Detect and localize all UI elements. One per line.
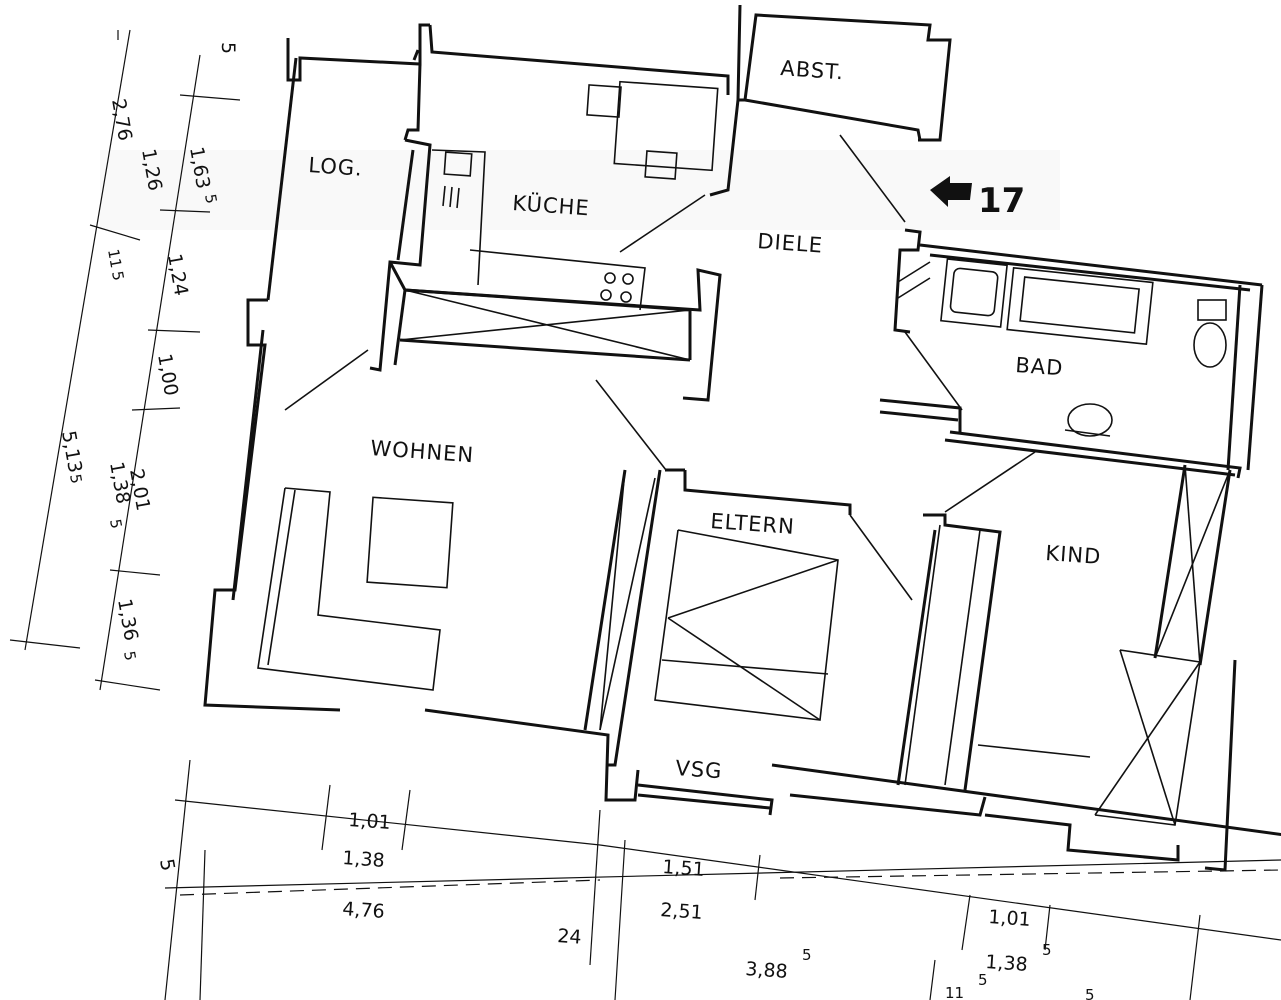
room-label-kueche: KÜCHE <box>512 190 591 220</box>
dim-bottom-6: 2,51 <box>660 899 704 924</box>
stove-burner <box>604 272 616 284</box>
room-label-eltern: ELTERN <box>710 509 796 539</box>
washbasin <box>940 258 1008 328</box>
dim-left-3: 5 <box>201 193 220 206</box>
dim-left-5: 5 <box>108 270 127 283</box>
dim-bottom-0: 5 <box>155 857 179 873</box>
room-labels: ABST. LOG. KÜCHE DIELE BAD WOHNEN ELTERN… <box>308 56 1102 783</box>
scan-shadow <box>100 150 1060 230</box>
dim-bottom-3: 4,76 <box>342 898 386 923</box>
exterior-walls <box>203 4 1281 872</box>
entrance-number: 17 <box>978 181 1025 221</box>
dim-bottom-11: 5 <box>802 946 812 964</box>
dim-bottom-9: 5 <box>1042 941 1052 959</box>
bottom-dimension-labels: 5 1,01 1,38 4,76 24 1,51 2,51 1,01 1,38 … <box>155 809 1094 1000</box>
dimension-lines <box>9 29 1281 1000</box>
furniture <box>257 80 1231 826</box>
room-label-kind: KIND <box>1045 541 1102 569</box>
toilet <box>1193 322 1227 368</box>
dim-bottom-4: 24 <box>557 925 583 949</box>
bidet <box>1067 403 1113 437</box>
dim-left-11: 5 <box>106 518 125 531</box>
interior-walls <box>369 99 1263 791</box>
dim-bottom-1: 1,01 <box>348 809 392 834</box>
coffee-table <box>366 496 454 589</box>
kitchen-table <box>613 80 719 172</box>
room-label-log: LOG. <box>308 153 364 181</box>
left-dimension-labels: 5 2,76 1,26 1,63 5 11 5 1,24 1,00 5,13 5… <box>57 42 239 662</box>
room-label-bad: BAD <box>1015 353 1065 380</box>
kitchen-chair <box>644 150 678 180</box>
bathtub <box>1006 266 1154 346</box>
dim-bottom-13: 5 <box>978 971 988 989</box>
room-label-vsg: VSG <box>675 756 724 783</box>
room-label-abst: ABST. <box>780 56 845 84</box>
room-label-diele: DIELE <box>757 229 824 258</box>
dim-bottom-8: 1,38 <box>985 951 1029 976</box>
dim-bottom-2: 1,38 <box>342 847 386 872</box>
dim-bottom-7: 1,01 <box>988 906 1032 931</box>
dim-bottom-14: 5 <box>1085 986 1095 1000</box>
dim-bottom-10: 3,88 <box>745 958 789 983</box>
kitchen-sink <box>443 151 473 177</box>
kitchen-chair <box>586 84 622 118</box>
door-swings <box>284 134 1036 601</box>
dim-bottom-5: 1,51 <box>662 856 706 881</box>
dim-bottom-12: 11 <box>945 984 964 1000</box>
dim-left-top: 5 <box>217 42 239 54</box>
dim-left-4: 11 <box>104 248 125 270</box>
entrance-arrow-icon <box>930 176 972 207</box>
paper-sheet <box>0 5 1281 1000</box>
dim-left-14: 5 <box>120 650 139 663</box>
dim-left-9: 5 <box>66 473 85 486</box>
